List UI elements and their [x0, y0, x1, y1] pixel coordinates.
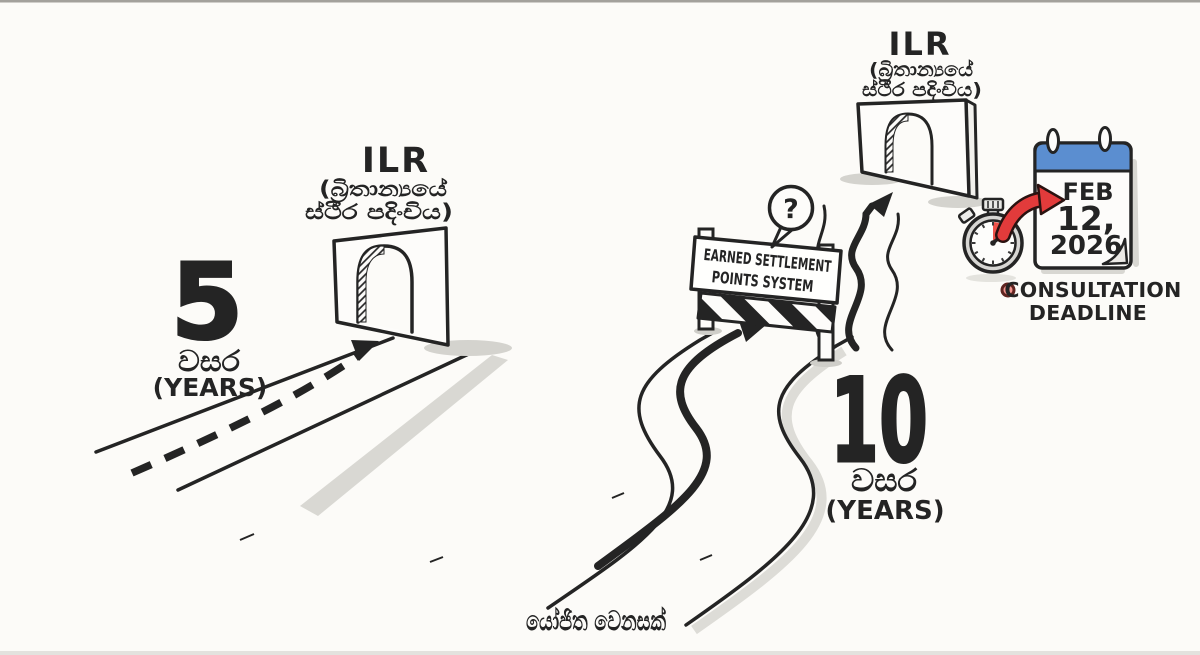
new-road-edge-left	[546, 329, 718, 610]
new-road-shadow	[691, 346, 847, 635]
calendar-ring-left	[1046, 128, 1060, 154]
new-road-center-arrow	[594, 329, 742, 570]
calendar-shadow	[1041, 159, 1139, 274]
barrier: EARNED SETTLEMENT POINTS SYSTEM	[689, 227, 843, 367]
five-years-sinhala: වසර	[178, 344, 241, 378]
calendar-year: 2026	[1050, 231, 1122, 261]
dashed-arrow-head	[351, 340, 379, 361]
calendar-icon: FEB 12, 2026	[1033, 126, 1139, 274]
deadline-dot-icon	[1000, 282, 1016, 298]
ilr-arch-new	[840, 98, 988, 208]
deadline-label-2: DEADLINE	[1029, 301, 1147, 325]
upper-road-edge-right	[883, 212, 900, 352]
stopwatch-center-pin	[990, 240, 996, 246]
stopwatch-crown-ridges	[987, 201, 999, 208]
new-road-edge-right	[684, 335, 854, 627]
consultation-deadline: FEB 12, 2026 CONSULTATION DEADLINE	[957, 126, 1181, 325]
stopwatch-shadow	[966, 274, 1016, 282]
new-arch-shadow-right	[928, 196, 988, 208]
old-arch-inner-shading	[357, 245, 385, 323]
ten-year-route: ILR (බ්‍රිතාන්‍යයේ ස්ථීර පදිංචිය) EARNED…	[239, 25, 988, 635]
new-arch-title: ILR	[889, 25, 952, 63]
calendar-day: 12,	[1057, 199, 1115, 238]
question-bubble: ?	[767, 184, 815, 249]
calendar-month: FEB	[1062, 178, 1113, 206]
upper-road-center-arrow	[845, 202, 876, 352]
red-arrow-head	[1036, 183, 1066, 216]
question-mark: ?	[783, 194, 799, 225]
new-road-arrow-head	[739, 321, 766, 342]
calendar-ring-right	[1098, 126, 1112, 152]
ten-years-sinhala: වසර	[851, 463, 918, 499]
old-road-edge-bottom	[176, 349, 477, 492]
ten-years-english: (YEARS)	[825, 496, 944, 526]
new-arch-subtitle-1: (බ්‍රිතාන්‍යයේ	[869, 59, 974, 82]
ilr-arch-old	[332, 226, 512, 356]
top-edge-line	[0, 0, 1200, 3]
stopwatch-side-button	[957, 207, 976, 224]
old-road-edge-top	[94, 336, 395, 454]
upper-road-arrow-head	[869, 192, 893, 217]
five-years-number: 5	[171, 241, 243, 363]
new-arch-subtitle-2: ස්ථීර පදිංචිය)	[862, 79, 982, 102]
dashed-arrow	[130, 352, 361, 477]
ten-years-number: 10	[830, 354, 928, 489]
five-years-english: (YEARS)	[153, 373, 268, 402]
old-arch-subtitle-2: ස්ථීර පදිංචිය)	[305, 200, 453, 226]
red-arrow-icon	[995, 183, 1066, 243]
five-year-route: ILR (බ්‍රිතාන්‍යයේ ස්ථීර පදිංචිය) 5 වසර …	[94, 141, 512, 516]
barrier-sign-board	[689, 235, 843, 305]
bottom-edge-line	[0, 651, 1200, 655]
question-bubble-circle	[767, 184, 815, 232]
calendar-page-curl	[1101, 237, 1129, 266]
old-arch-title: ILR	[362, 141, 430, 181]
barrier-striped-bar	[696, 291, 837, 334]
road-texture-marks	[239, 492, 713, 563]
old-road-shadow	[300, 355, 508, 516]
page-caption: යෝජිත වෙනසක්	[526, 606, 666, 637]
old-arch-subtitle-1: (බ්‍රිතාන්‍යයේ	[319, 177, 448, 203]
new-arch-inner-shading	[885, 113, 909, 173]
deadline-label-1: CONSULTATION	[1004, 278, 1181, 302]
